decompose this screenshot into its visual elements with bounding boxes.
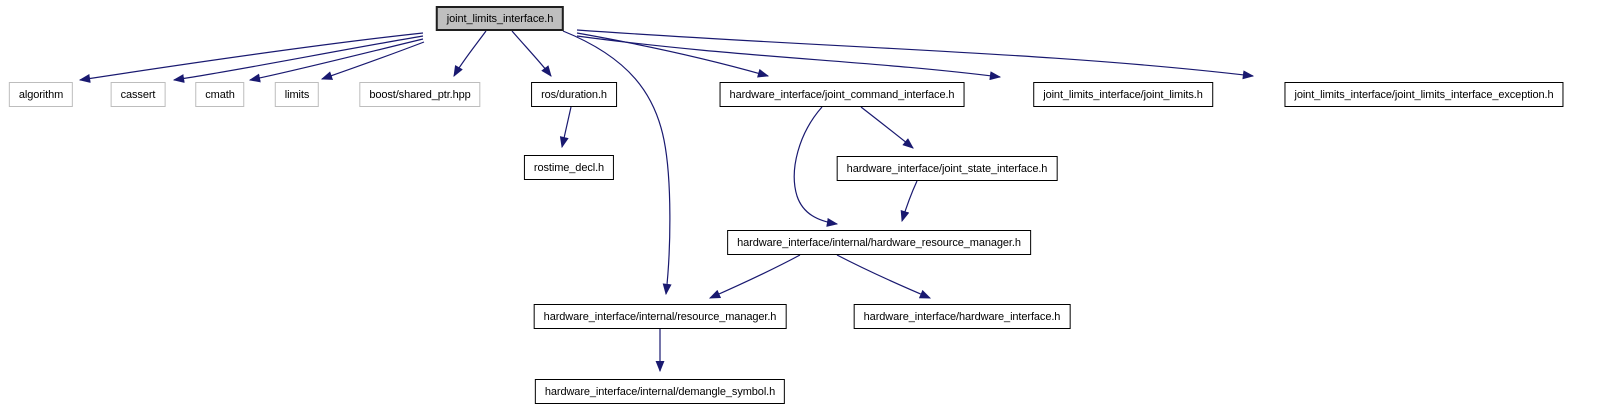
node-joint-limits-interface-exception-h[interactable]: joint_limits_interface/joint_limits_inte…: [1284, 82, 1564, 107]
edge-joint-limits-interface-h-to-resource-manager-h: [562, 30, 672, 296]
edge-joint-limits-interface-h-to-algorithm: [78, 32, 424, 83]
node-rostime-decl-h[interactable]: rostime_decl.h: [523, 155, 615, 180]
node-demangle-symbol-h[interactable]: hardware_interface/internal/demangle_sym…: [534, 379, 786, 404]
edge-joint-limits-interface-h-to-ros-duration-h: [511, 30, 552, 77]
node-ros-duration-h[interactable]: ros/duration.h: [531, 82, 617, 107]
node-boost-shared-ptr-hpp: boost/shared_ptr.hpp: [359, 82, 481, 107]
edge-joint-limits-interface-h-to-joint-limits-interface-exception-h: [576, 29, 1255, 80]
node-resource-manager-h[interactable]: hardware_interface/internal/resource_man…: [533, 304, 787, 329]
node-cassert: cassert: [110, 82, 166, 107]
node-limits: limits: [274, 82, 320, 107]
edge-joint-limits-interface-h-to-boost-shared-ptr-hpp: [453, 30, 487, 77]
edge-joint-limits-interface-h-to-joint-command-interface-h: [576, 32, 770, 78]
node-hardware-resource-manager-h[interactable]: hardware_interface/internal/hardware_res…: [727, 230, 1031, 255]
edge-joint-limits-interface-h-to-cassert: [172, 35, 424, 83]
edge-joint-limits-interface-h-to-joint-limits-h: [576, 35, 1002, 81]
node-joint-command-interface-h[interactable]: hardware_interface/joint_command_interfa…: [719, 82, 965, 107]
edge-joint-command-interface-h-to-joint-state-interface-h: [860, 106, 914, 149]
node-cmath: cmath: [195, 82, 245, 107]
edge-hardware-resource-manager-h-to-resource-manager-h: [708, 254, 801, 299]
node-joint-limits-interface-h: joint_limits_interface.h: [435, 6, 565, 31]
node-algorithm: algorithm: [8, 82, 74, 107]
edge-joint-limits-interface-h-to-cmath: [248, 38, 424, 83]
edge-joint-limits-interface-h-to-limits: [320, 41, 425, 80]
node-joint-state-interface-h[interactable]: hardware_interface/joint_state_interface…: [836, 156, 1058, 181]
node-hardware-interface-h[interactable]: hardware_interface/hardware_interface.h: [853, 304, 1071, 329]
node-joint-limits-h[interactable]: joint_limits_interface/joint_limits.h: [1033, 82, 1213, 107]
edge-joint-command-interface-h-to-hardware-resource-manager-h: [793, 106, 839, 227]
edge-joint-state-interface-h-to-hardware-resource-manager-h: [900, 180, 918, 223]
edge-hardware-resource-manager-h-to-hardware-interface-h: [836, 254, 932, 299]
edge-ros-duration-h-to-rostime-decl-h: [559, 106, 572, 149]
